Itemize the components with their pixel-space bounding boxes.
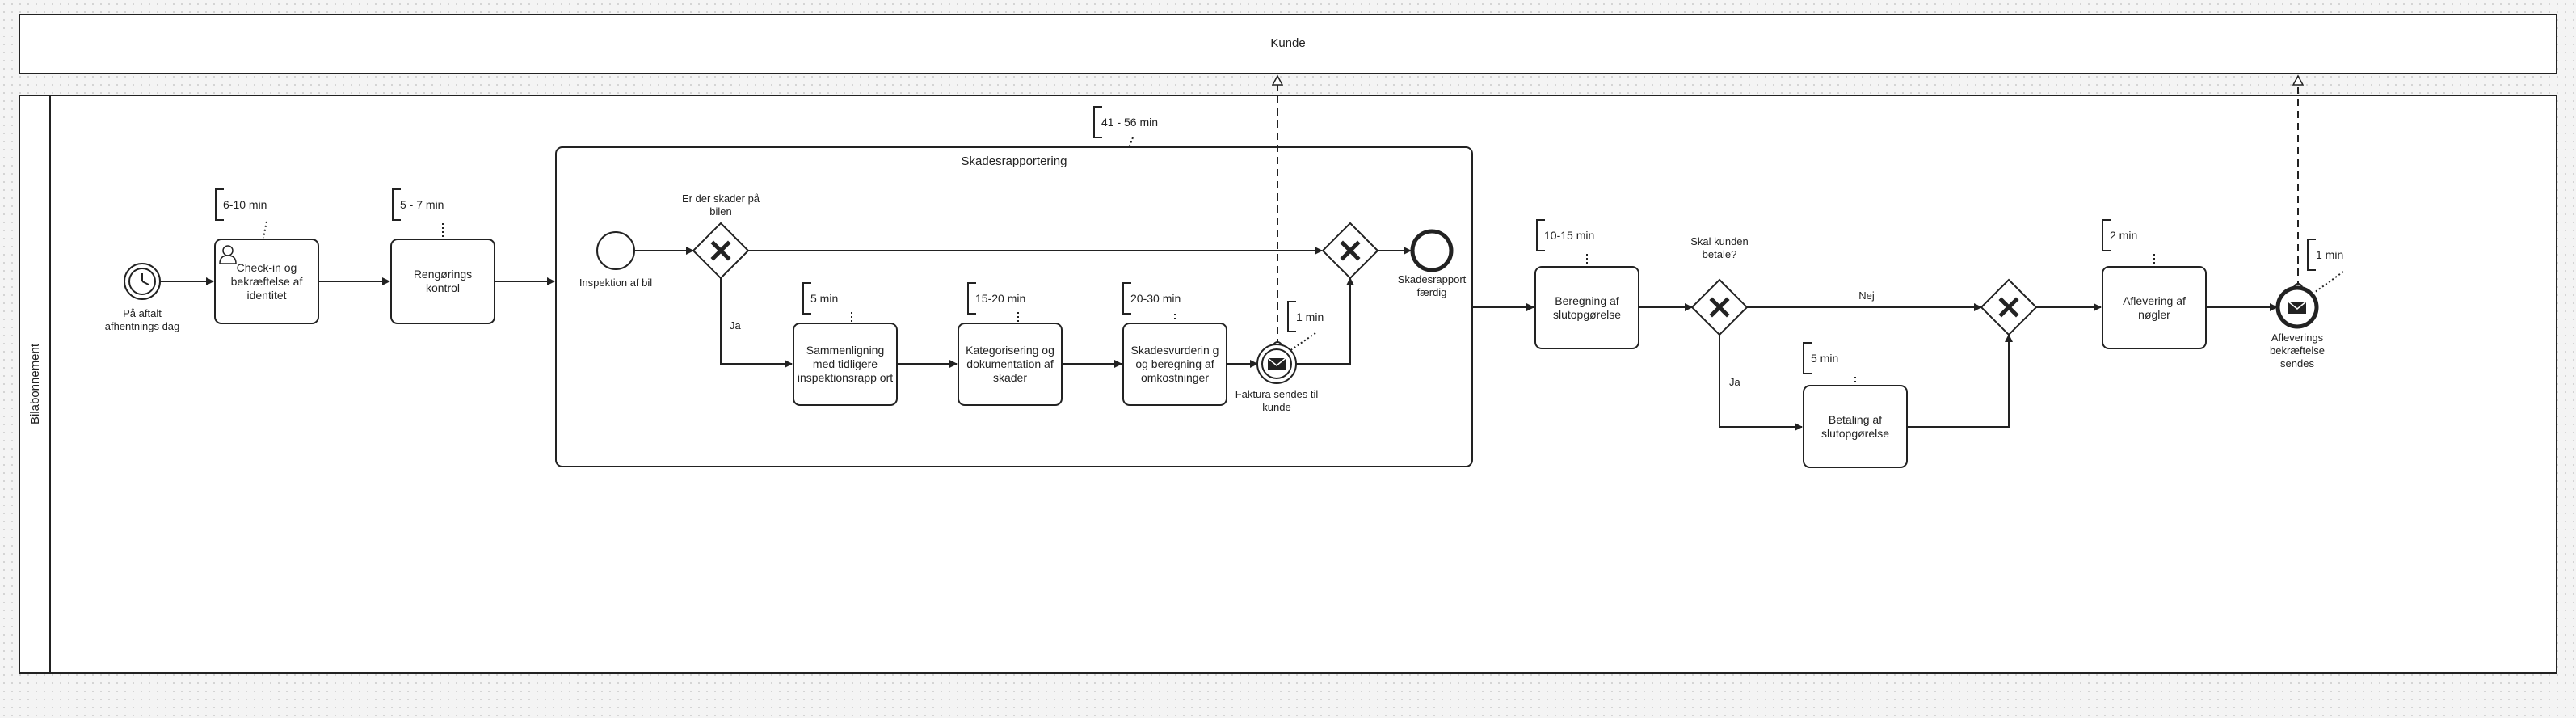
- pool-customer-label: Kunde: [1270, 36, 1305, 50]
- x-icon: [1998, 297, 2019, 318]
- flow-invoice-merge: [1296, 277, 1354, 365]
- task-payment-label: Betaling af slutopgørelse: [1820, 412, 1890, 440]
- task-compare-label: Sammenligning med tidligere inspektionsr…: [797, 344, 894, 384]
- envelope-icon: [1267, 357, 1286, 370]
- gateway-damage-question: Er der skader på bilen: [681, 192, 760, 218]
- x-icon: [1340, 240, 1361, 261]
- flow-label-no-pay: Nej: [1858, 289, 1875, 302]
- gateway-damage-merge[interactable]: [1321, 222, 1379, 280]
- annotation-bracket: [1093, 106, 1102, 138]
- pool-company-label: Bilabonnement: [28, 343, 42, 424]
- intermediate-event-invoice[interactable]: [1256, 344, 1297, 384]
- annotation-bracket: [967, 282, 976, 315]
- invoice-event-label: Faktura sendes til kunde: [1235, 388, 1319, 413]
- annotation-subprocess: 41 - 56 min: [1101, 116, 1158, 129]
- end-event-message[interactable]: [2275, 285, 2319, 329]
- task-compare[interactable]: Sammenligning med tidligere inspektionsr…: [793, 323, 898, 406]
- clock-icon: [128, 268, 156, 295]
- start-event-timer[interactable]: [124, 263, 161, 300]
- annotation-bracket: [1536, 219, 1545, 251]
- subprocess-title: Skadesrapportering: [962, 154, 1067, 168]
- annotation-invoice: 1 min: [1296, 310, 1324, 323]
- x-icon: [1709, 297, 1730, 318]
- annotation-bracket: [1122, 282, 1131, 315]
- flow-paygateway-payment: [1719, 335, 1803, 431]
- pool-customer: Kunde: [19, 14, 2557, 74]
- flow-label-yes-pay: Ja: [1729, 376, 1741, 388]
- annotation-association: [1289, 332, 1316, 352]
- annotation-payment: 5 min: [1811, 352, 1838, 365]
- sub-start-event[interactable]: [596, 231, 635, 270]
- x-icon: [710, 240, 731, 261]
- task-keys-label: Aflevering af nøgler: [2123, 294, 2186, 321]
- annotation-texts: 6-10 min 5 - 7 min 41 - 56 min 5 min 15-…: [223, 116, 2343, 365]
- annotation-association: [1129, 137, 1134, 146]
- annotation-bracket: [2307, 239, 2316, 271]
- task-cleaning[interactable]: Rengørings kontrol: [390, 239, 495, 324]
- task-calc[interactable]: Beregning af slutopgørelse: [1534, 266, 1639, 349]
- flow-payment-merge: [1907, 334, 2013, 428]
- task-categorize[interactable]: Kategorisering og dokumentation af skade…: [958, 323, 1063, 406]
- gateway-payment-question: Skal kunden betale?: [1690, 235, 1749, 260]
- annotation-association: [263, 221, 267, 239]
- annotation-end: 1 min: [2316, 248, 2343, 261]
- task-assess[interactable]: Skadesvurderin g og beregning af omkostn…: [1122, 323, 1227, 406]
- task-calc-label: Beregning af slutopgørelse: [1552, 294, 1622, 321]
- sub-end-event-label: Skadesrapport færdig: [1397, 273, 1467, 298]
- task-payment[interactable]: Betaling af slutopgørelse: [1803, 385, 1908, 468]
- annotation-calc: 10-15 min: [1544, 229, 1594, 242]
- flow-label-yes-damage: Ja: [730, 319, 742, 332]
- annotation-categorize: 15-20 min: [975, 292, 1025, 305]
- gateway-payment-merge[interactable]: [1980, 278, 2038, 336]
- task-assess-label: Skadesvurderin g og beregning af omkostn…: [1130, 344, 1219, 384]
- task-categorize-label: Kategorisering og dokumentation af skade…: [966, 344, 1054, 384]
- annotation-checkin: 6-10 min: [223, 198, 267, 211]
- sequence-flows: [160, 247, 2278, 431]
- gateway-damage-exclusive[interactable]: [692, 222, 750, 280]
- annotations: [215, 106, 2344, 384]
- start-event-label: På aftalt afhentnings dag: [104, 307, 180, 332]
- annotation-compare: 5 min: [810, 292, 838, 305]
- annotation-bracket: [1803, 342, 1812, 374]
- task-checkin[interactable]: Check-in og bekræftelse af identitet: [214, 239, 319, 324]
- task-checkin-label: Check-in og bekræftelse af identitet: [230, 260, 303, 302]
- annotation-cleaning: 5 - 7 min: [400, 198, 444, 211]
- annotation-bracket: [215, 188, 224, 221]
- annotation-bracket: [392, 188, 401, 221]
- task-keys[interactable]: Aflevering af nøgler: [2102, 266, 2207, 349]
- annotation-assess: 20-30 min: [1130, 292, 1181, 305]
- gateway-payment-exclusive[interactable]: [1690, 278, 1749, 336]
- annotation-bracket: [2102, 219, 2111, 251]
- end-event-label: Afleverings bekræftelse sendes: [2270, 332, 2325, 370]
- sub-end-event[interactable]: [1410, 229, 1454, 272]
- task-cleaning-label: Rengørings kontrol: [413, 268, 473, 294]
- sub-start-event-label: Inspektion af bil: [579, 277, 652, 289]
- annotation-bracket: [802, 282, 811, 315]
- flow-gateway-compare: [720, 278, 793, 368]
- user-icon: [219, 245, 237, 264]
- envelope-icon: [2288, 301, 2307, 314]
- annotation-bracket: [1287, 301, 1296, 332]
- annotation-keys: 2 min: [2110, 229, 2137, 242]
